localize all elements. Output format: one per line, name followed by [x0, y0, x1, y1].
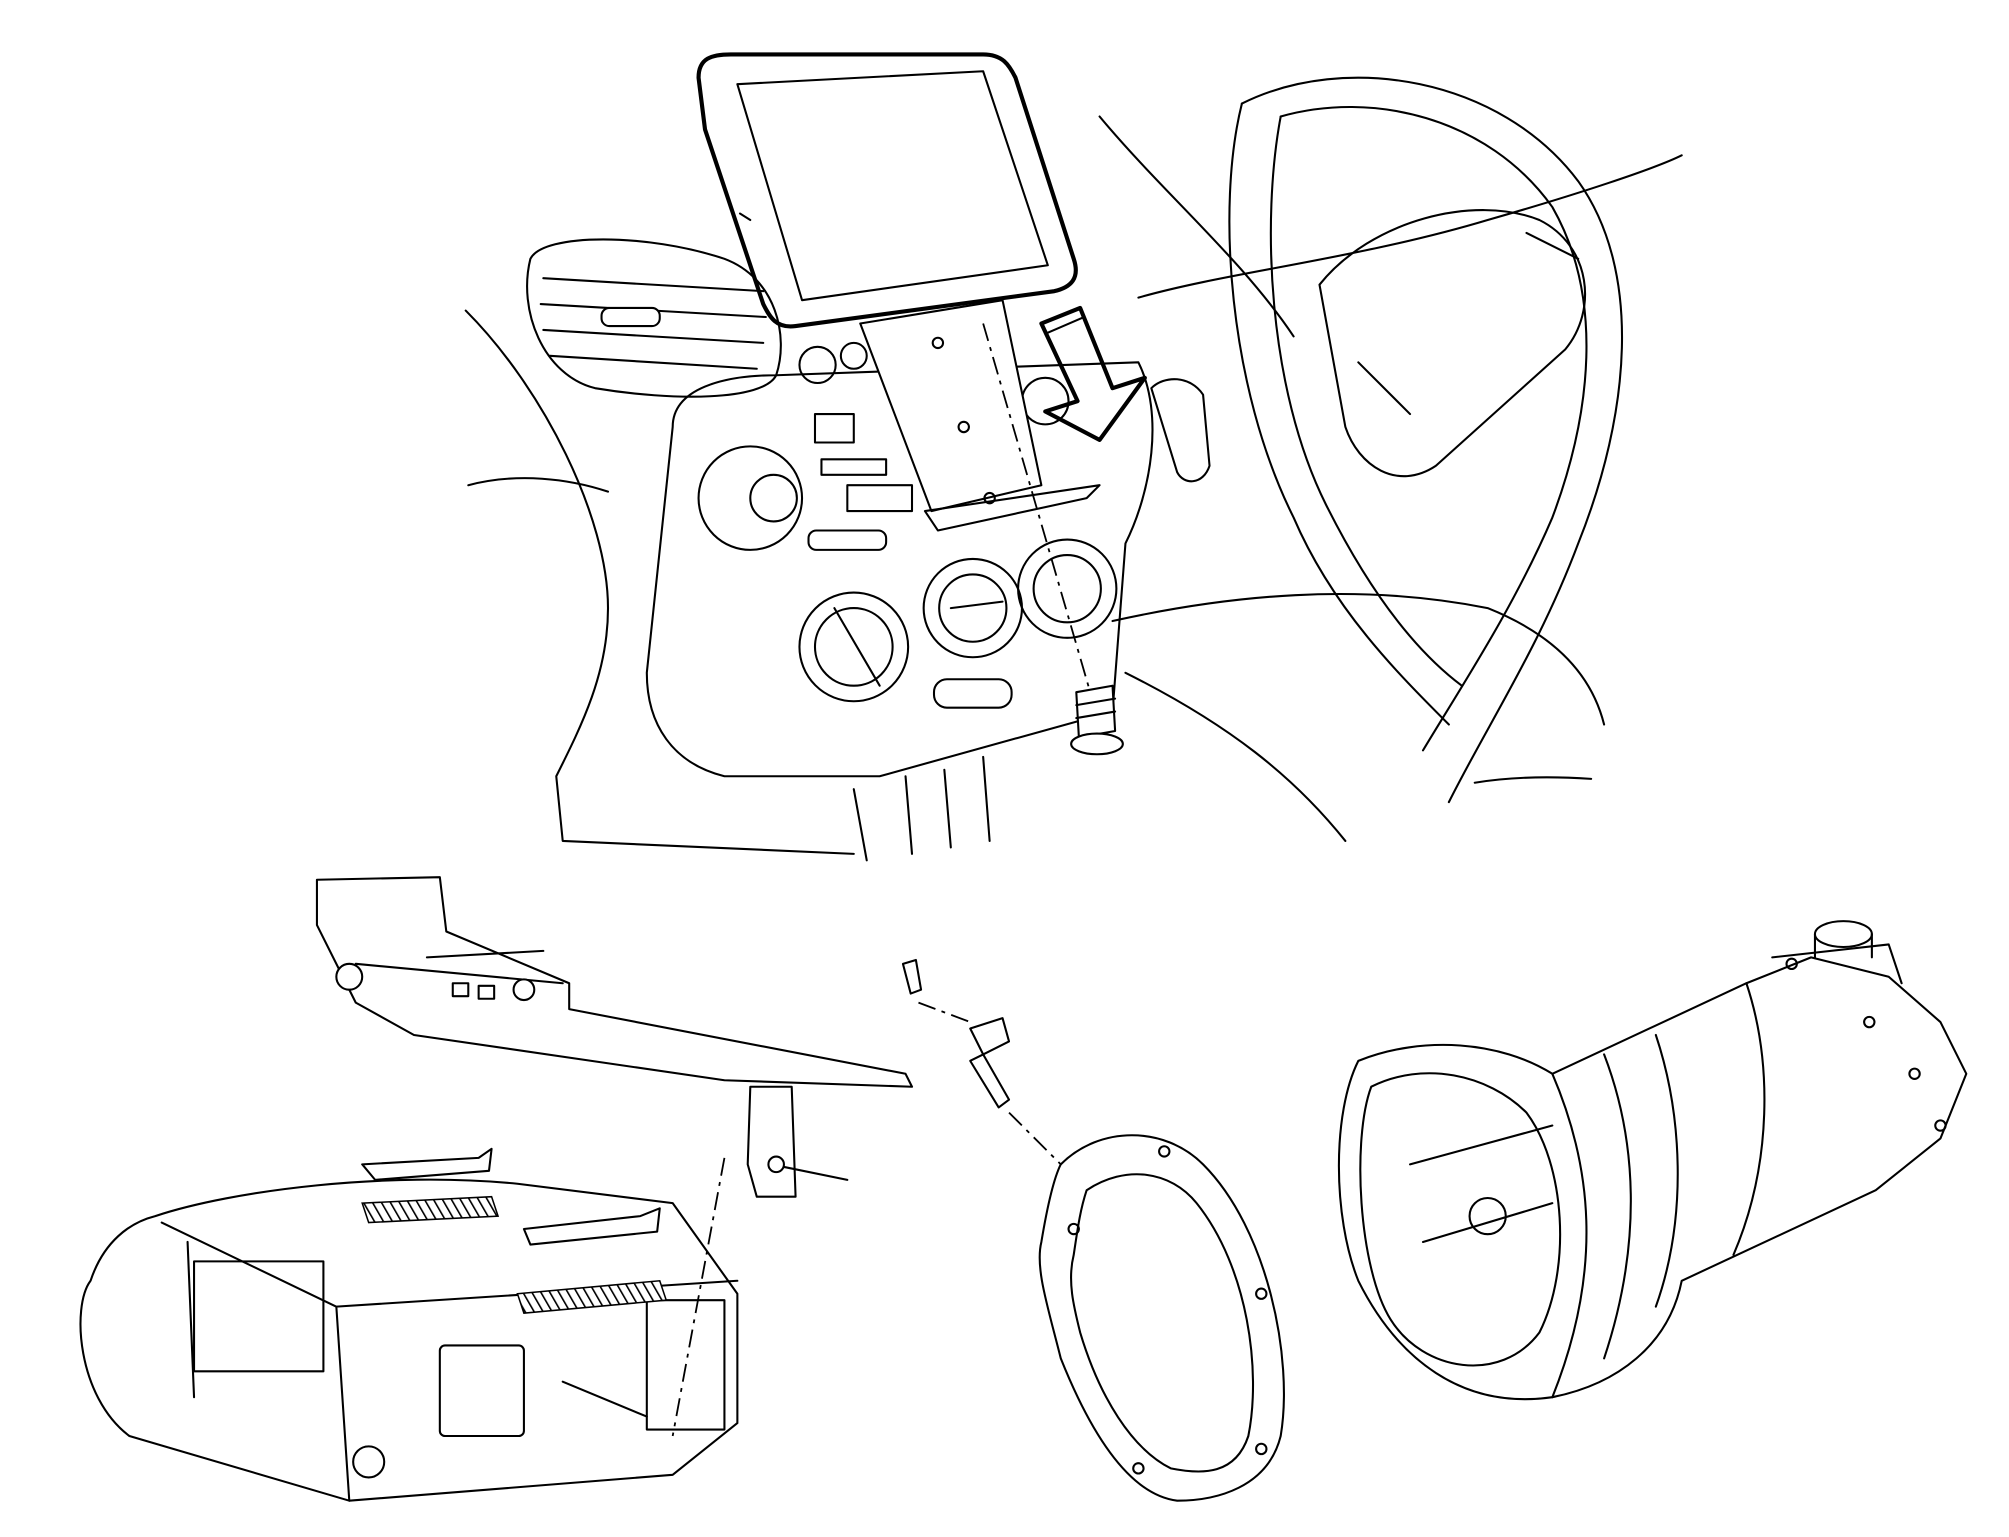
gasket — [1038, 1134, 1285, 1502]
direction-arrow — [1039, 305, 1147, 442]
radio-unit — [79, 1147, 739, 1502]
radio-bracket — [315, 876, 914, 1198]
mounting-bracket — [859, 299, 1101, 725]
air-vent — [526, 238, 782, 398]
sensor-and-screw — [901, 958, 1088, 1191]
bolt — [1070, 684, 1124, 756]
steering-wheel — [1228, 76, 1623, 804]
transmission — [1337, 920, 1968, 1401]
climate-controls — [697, 341, 1211, 709]
monitor — [696, 52, 1078, 329]
dashboard — [464, 115, 1683, 862]
